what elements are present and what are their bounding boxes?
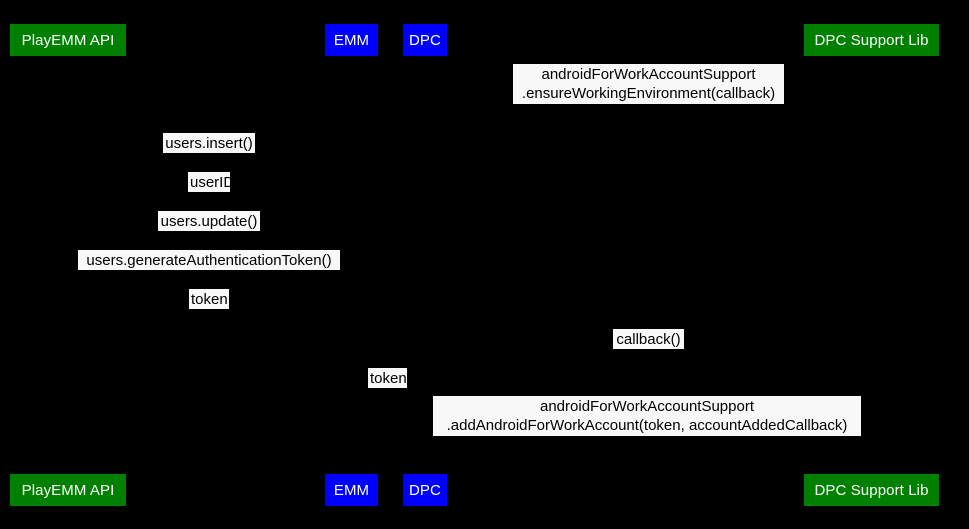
message-label-line: .ensureWorkingEnvironment(callback) xyxy=(521,85,776,102)
message-label-line: users.generateAuthenticationToken() xyxy=(86,252,332,269)
message-label-line: androidForWorkAccountSupport xyxy=(540,398,754,415)
participant-bottom-emm[interactable]: EMM xyxy=(325,474,378,506)
message-label-users-insert: users.insert() xyxy=(163,133,255,153)
message-label-add-android-for-work-account: androidForWorkAccountSupport .addAndroidF… xyxy=(433,396,861,436)
message-label-line: callback() xyxy=(616,331,681,348)
participant-top-dpc-support-lib[interactable]: DPC Support Lib xyxy=(804,24,939,56)
message-label-line: userID xyxy=(190,174,235,191)
message-label-users-update: users.update() xyxy=(158,211,260,231)
participant-bottom-dpc[interactable]: DPC xyxy=(403,474,447,506)
message-label-line: androidForWorkAccountSupport xyxy=(541,66,756,83)
message-label-line: users.insert() xyxy=(165,135,253,152)
message-label-line: token xyxy=(191,291,228,308)
message-label-token-upper: token xyxy=(189,289,229,309)
message-label-ensure-working-environment: androidForWorkAccountSupport .ensureWorki… xyxy=(513,64,784,104)
message-label-users-generate-authentication-token: users.generateAuthenticationToken() xyxy=(78,250,340,270)
message-label-line: token xyxy=(370,370,407,387)
participant-top-playemm-api[interactable]: PlayEMM API xyxy=(10,24,126,56)
message-label-callback: callback() xyxy=(613,329,684,349)
message-label-user-id: userID xyxy=(188,172,235,192)
message-label-line: .addAndroidForWorkAccount(token, account… xyxy=(446,417,848,434)
participant-bottom-dpc-support-lib[interactable]: DPC Support Lib xyxy=(804,474,939,506)
participant-top-dpc[interactable]: DPC xyxy=(403,24,447,56)
message-label-token-lower: token xyxy=(368,368,407,388)
participant-top-emm[interactable]: EMM xyxy=(325,24,378,56)
message-label-line: users.update() xyxy=(160,213,258,230)
participant-bottom-playemm-api[interactable]: PlayEMM API xyxy=(10,474,126,506)
